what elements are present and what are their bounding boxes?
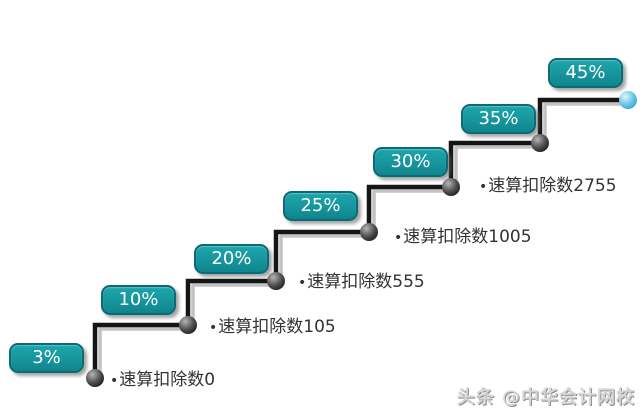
staircase-path-shadow: [98, 102, 633, 382]
deduction-text: 速算扣除数2755: [488, 176, 617, 196]
deduction-label-3: •速算扣除数555: [298, 271, 425, 294]
rate-badge-30: 30%: [373, 147, 448, 177]
bullet-icon: •: [209, 320, 218, 336]
bullet-icon: •: [394, 230, 403, 246]
deduction-text: 速算扣除数1005: [403, 227, 532, 247]
step-marker-6: [531, 134, 549, 152]
deduction-text: 速算扣除数0: [119, 370, 216, 390]
step-marker-3: [267, 272, 285, 290]
bullet-icon: •: [110, 373, 119, 389]
deduction-text: 速算扣除数555: [307, 272, 425, 292]
rate-badge-10: 10%: [101, 285, 176, 315]
rate-badge-3: 3%: [9, 343, 84, 373]
rate-badge-45: 45%: [548, 58, 623, 88]
deduction-text: 速算扣除数105: [218, 317, 336, 337]
step-marker-4: [360, 223, 378, 241]
step-marker-5: [442, 178, 460, 196]
rate-badge-20: 20%: [194, 244, 269, 274]
deduction-label-1: •速算扣除数0: [110, 369, 215, 392]
rate-badge-25: 25%: [283, 191, 358, 221]
step-marker-1: [86, 369, 104, 387]
step-marker-2: [179, 316, 197, 334]
deduction-label-2: •速算扣除数105: [209, 316, 336, 339]
rate-badge-35: 35%: [461, 104, 536, 134]
deduction-label-4: •速算扣除数1005: [394, 226, 532, 249]
deduction-label-5: •速算扣除数2755: [479, 175, 617, 198]
end-marker: [619, 91, 637, 109]
watermark: 头条 @中华会计网校: [456, 387, 635, 408]
bullet-icon: •: [479, 179, 488, 195]
bullet-icon: •: [298, 275, 307, 291]
